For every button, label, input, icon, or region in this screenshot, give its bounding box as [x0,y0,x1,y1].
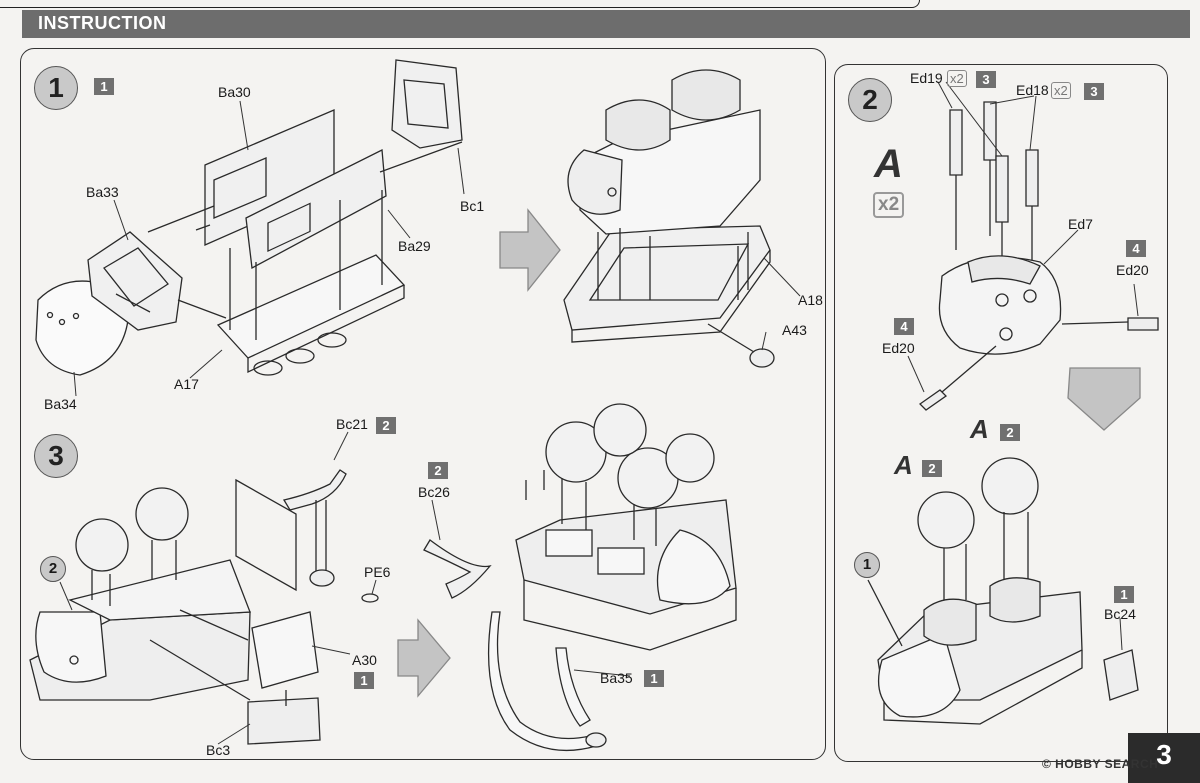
leader-lines [59,81,1139,745]
label-a18: A18 [798,292,823,308]
label-a17: A17 [174,376,199,392]
label-ba29: Ba29 [398,238,431,254]
bc21-badge: 2 [376,417,396,434]
step-2-number: 2 [848,78,892,122]
label-bc24: Bc24 [1104,606,1136,622]
label-a30: A30 [352,652,377,668]
page-number: 3 [1128,733,1200,783]
step-3-number: 3 [34,434,78,478]
a-right-badge: 2 [1000,424,1020,441]
label-bc26: Bc26 [418,484,450,500]
subassembly-a-quantity: x2 [873,192,905,218]
step2-parts [867,101,1159,725]
step1-assembled-engine [563,69,775,368]
label-bc21: Bc21 [336,416,368,432]
subassembly-a-left: A [894,450,913,480]
ed18-badge: 3 [1084,83,1104,100]
step3-engine-right [423,403,737,752]
label-ed7: Ed7 [1068,216,1093,232]
label-ed18: Ed18 [1016,82,1049,98]
label-ed20-left: Ed20 [882,340,915,356]
subassembly-a-right: A [970,414,989,444]
page-title: INSTRUCTION [38,13,167,33]
subassembly-a-marker: A [874,142,903,186]
label-ba34: Ba34 [44,396,77,412]
label-bc1: Bc1 [460,198,485,214]
ed18-quantity: x2 [1051,82,1071,99]
label-ba33: Ba33 [86,184,119,200]
ed19-quantity: x2 [947,70,967,87]
label-a43: A43 [782,322,807,338]
ed20-left-badge: 4 [894,318,914,335]
ed20-right-badge: 4 [1126,240,1146,257]
ba35-badge: 1 [644,670,664,687]
watermark-text: © HOBBY SEARCH [1042,757,1159,771]
label-pe6: PE6 [364,564,391,580]
label-ed19: Ed19 [910,70,943,86]
step-1-number: 1 [34,66,78,110]
step3-engine-left [29,469,379,745]
a30-badge: 1 [354,672,374,689]
label-ba35: Ba35 [600,670,633,686]
step-1-badge: 1 [94,78,114,95]
header-bar [22,10,1190,38]
bc24-badge: 1 [1114,586,1134,603]
ref-step-2: 2 [40,556,66,582]
step1-exploded-parts [35,59,463,376]
label-ed20-right: Ed20 [1116,262,1149,278]
a-left-badge: 2 [922,460,942,477]
ed19-badge: 3 [976,71,996,88]
step-2-panel [834,64,1168,762]
label-ba30: Ba30 [218,84,251,100]
step-1-3-panel [20,48,826,760]
bc26-badge: 2 [428,462,448,479]
label-bc3: Bc3 [206,742,231,758]
ref-step-1: 1 [854,552,880,578]
